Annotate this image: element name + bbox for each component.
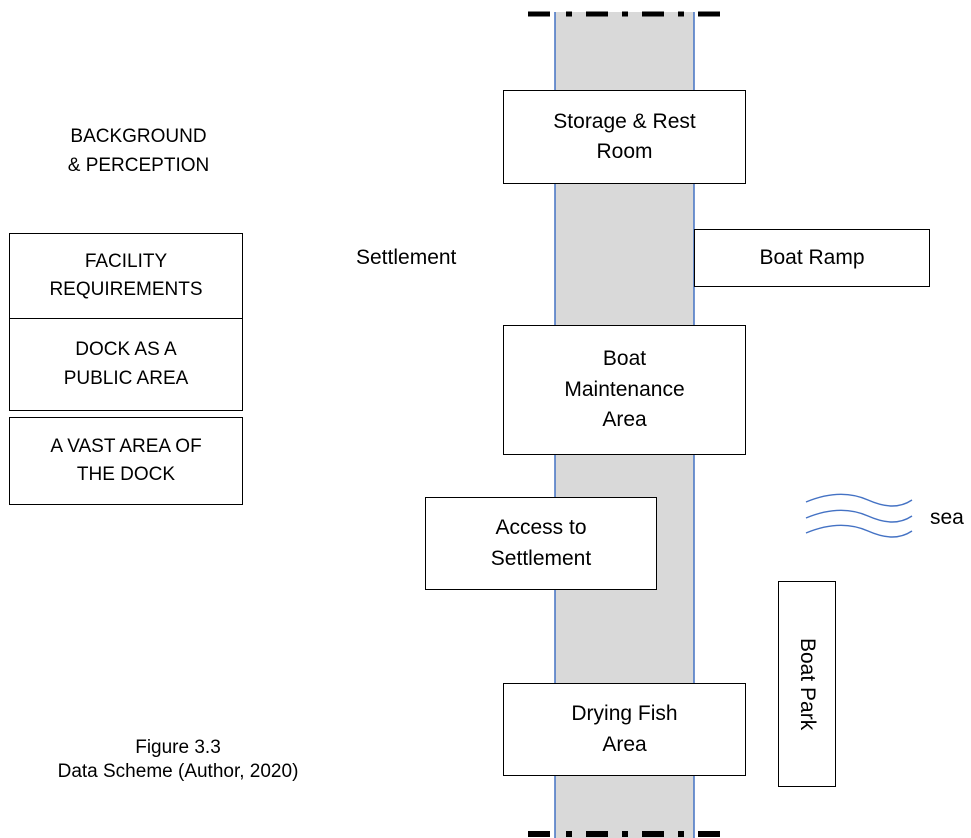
background-perception-heading: BACKGROUND & PERCEPTION: [67, 126, 210, 177]
boat-park-label: Boat Park: [796, 637, 820, 731]
storage-rest-room-box: Storage & Rest Room: [503, 90, 746, 184]
settlement-label: Settlement: [356, 246, 457, 269]
drying-fish-area-box: Drying Fish Area: [503, 683, 746, 776]
boat-park-box: Boat Park: [778, 581, 836, 787]
sea-label: sea: [930, 506, 964, 529]
figure-title: Data Scheme (Author, 2020): [57, 761, 299, 783]
figure-number: Figure 3.3: [135, 737, 221, 758]
facility-requirements-box: FACILITY REQUIREMENTS: [9, 233, 243, 319]
access-to-settlement-box: Access to Settlement: [425, 497, 657, 590]
dock-public-area-box: DOCK AS A PUBLIC AREA: [9, 318, 243, 411]
sea-wave-icon: [805, 493, 913, 538]
boat-maintenance-area-box: Boat Maintenance Area: [503, 325, 746, 455]
boat-ramp-box: Boat Ramp: [694, 229, 930, 287]
vast-area-box: A VAST AREA OF THE DOCK: [9, 417, 243, 505]
figure-caption: Figure 3.3 Data Scheme (Author, 2020): [0, 736, 356, 785]
